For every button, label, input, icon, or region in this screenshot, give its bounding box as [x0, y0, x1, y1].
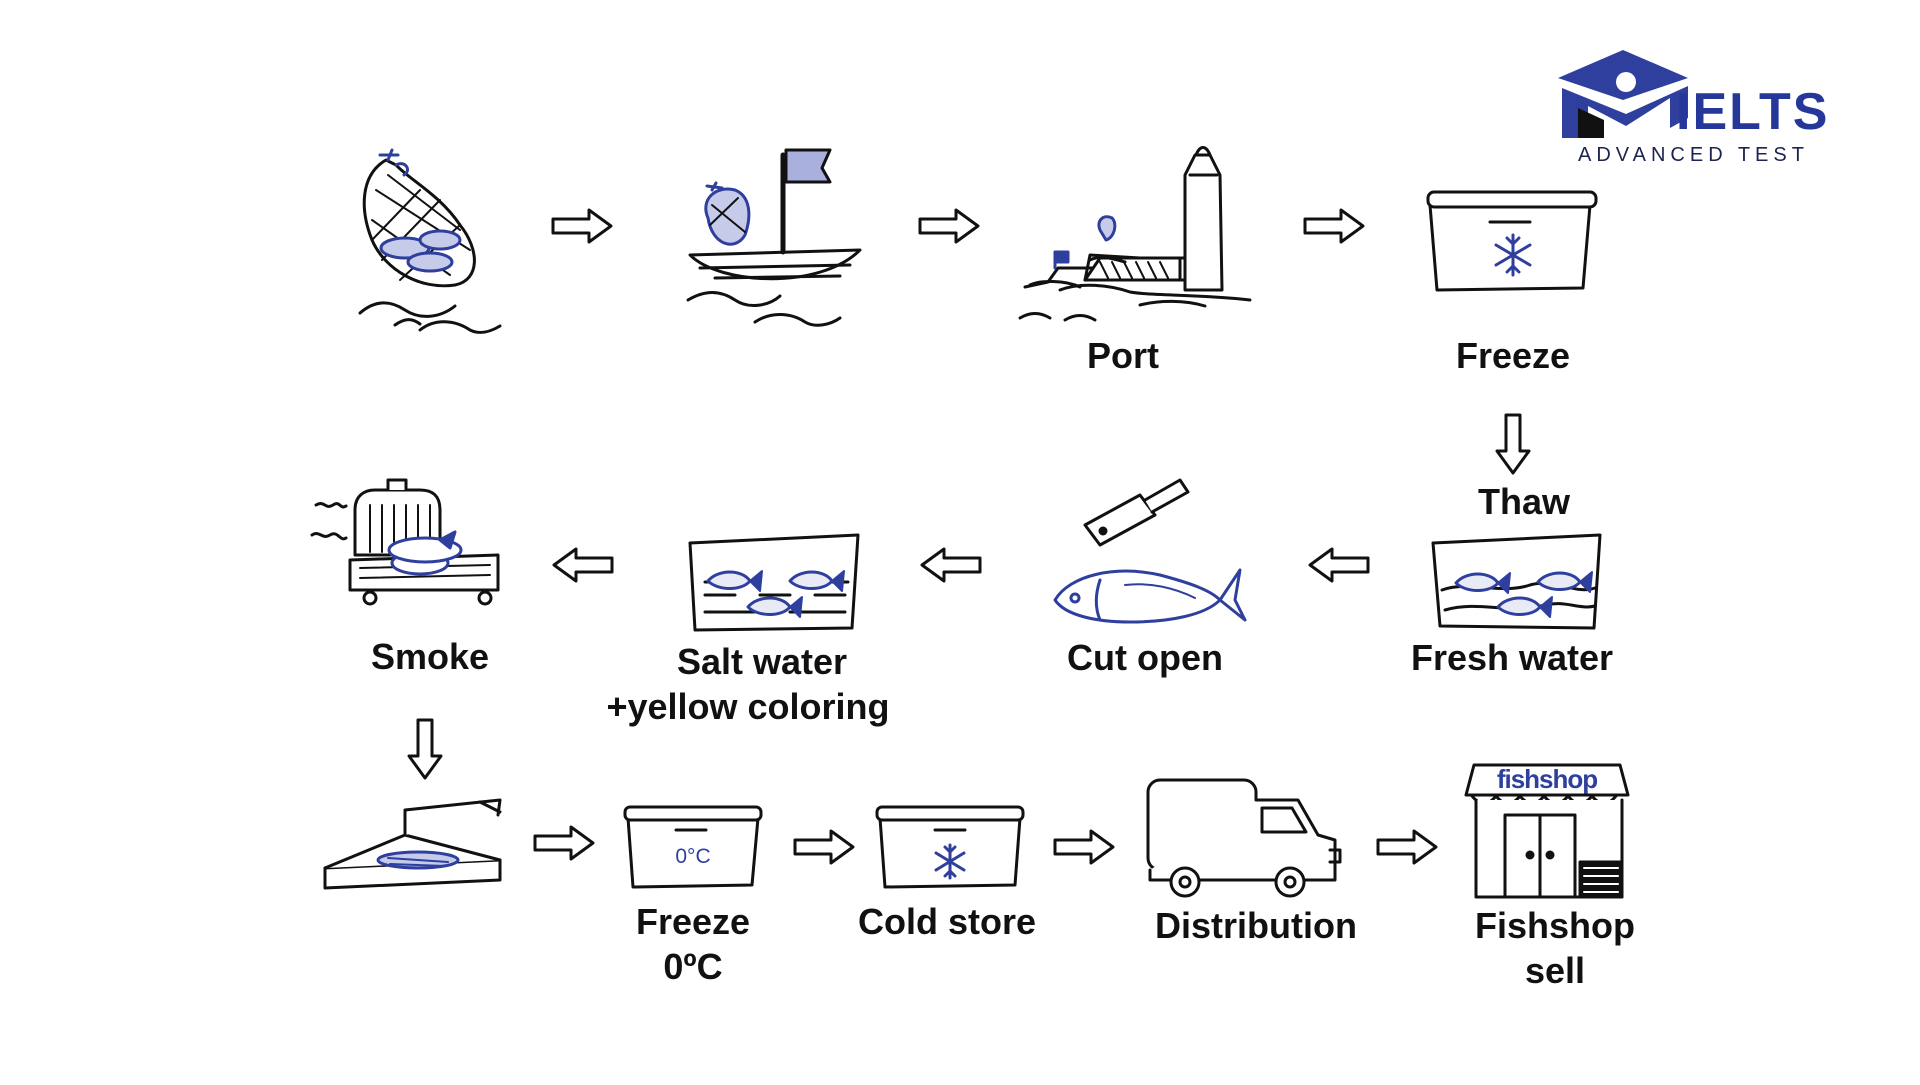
step-label-thaw: Thaw	[1477, 481, 1571, 522]
arrow-right-icon	[793, 829, 855, 865]
shop-sign-text: fishshop	[1496, 764, 1598, 794]
snowflake-icon	[1494, 233, 1532, 277]
cold-store-box-icon	[875, 805, 1025, 889]
arrow-left-icon	[1308, 547, 1370, 583]
step-label-smoke: Smoke	[370, 636, 490, 677]
arrow-right-icon	[1303, 208, 1365, 244]
step-label-salt-water: Salt water	[676, 641, 848, 682]
logo-wordmark: IELTS	[1676, 83, 1830, 141]
step-label-salt-water-coloring: +yellow coloring	[606, 686, 890, 727]
delivery-truck-icon	[1146, 778, 1342, 898]
step-label-port: Port	[1087, 335, 1159, 376]
step-label-cut-open: Cut open	[1067, 637, 1223, 678]
freezer-box-icon	[623, 805, 763, 889]
fishing-net-icon	[358, 148, 502, 335]
step-label-fishshop-sell: sell	[1524, 950, 1586, 991]
salt-water-tank-icon	[688, 533, 860, 632]
step-label-freeze-zero-temp: 0ºC	[663, 946, 723, 987]
step-label-distribution: Distribution	[1155, 905, 1357, 946]
step-label-fishshop: Fishshop	[1475, 905, 1635, 946]
arrow-right-icon	[551, 208, 613, 244]
step-label-freeze-zero: Freeze	[635, 901, 751, 942]
arrow-down-icon	[407, 718, 443, 780]
smoker-icon	[310, 478, 500, 606]
arrow-right-icon	[918, 208, 980, 244]
freezer-box-icon	[1426, 190, 1598, 292]
step-label-fresh-water: Fresh water	[1410, 637, 1614, 678]
arrow-right-icon	[1053, 829, 1115, 865]
ielts-logo: IELTS ADVANCED TEST	[1548, 48, 1848, 178]
fish-icon	[1053, 568, 1247, 624]
port-icon	[1018, 146, 1252, 322]
arrow-left-icon	[552, 547, 614, 583]
step-label-cold-store: Cold store	[857, 901, 1037, 942]
arrow-right-icon	[533, 825, 595, 861]
fishing-boat-icon	[686, 148, 862, 327]
cleaver-icon	[1083, 478, 1190, 547]
fresh-water-tank-icon	[1431, 533, 1602, 630]
logo-subtitle: ADVANCED TEST	[1578, 144, 1809, 166]
freezer-temperature-label: 0°C	[675, 845, 711, 868]
arrow-right-icon	[1376, 829, 1438, 865]
open-box-icon	[323, 798, 502, 890]
snowflake-icon	[934, 843, 966, 880]
arrow-down-icon	[1495, 413, 1531, 475]
graduation-cap-icon	[1558, 50, 1688, 138]
step-label-freeze: Freeze	[1455, 335, 1571, 376]
arrow-left-icon	[920, 547, 982, 583]
fishshop-building-icon	[1464, 763, 1630, 899]
